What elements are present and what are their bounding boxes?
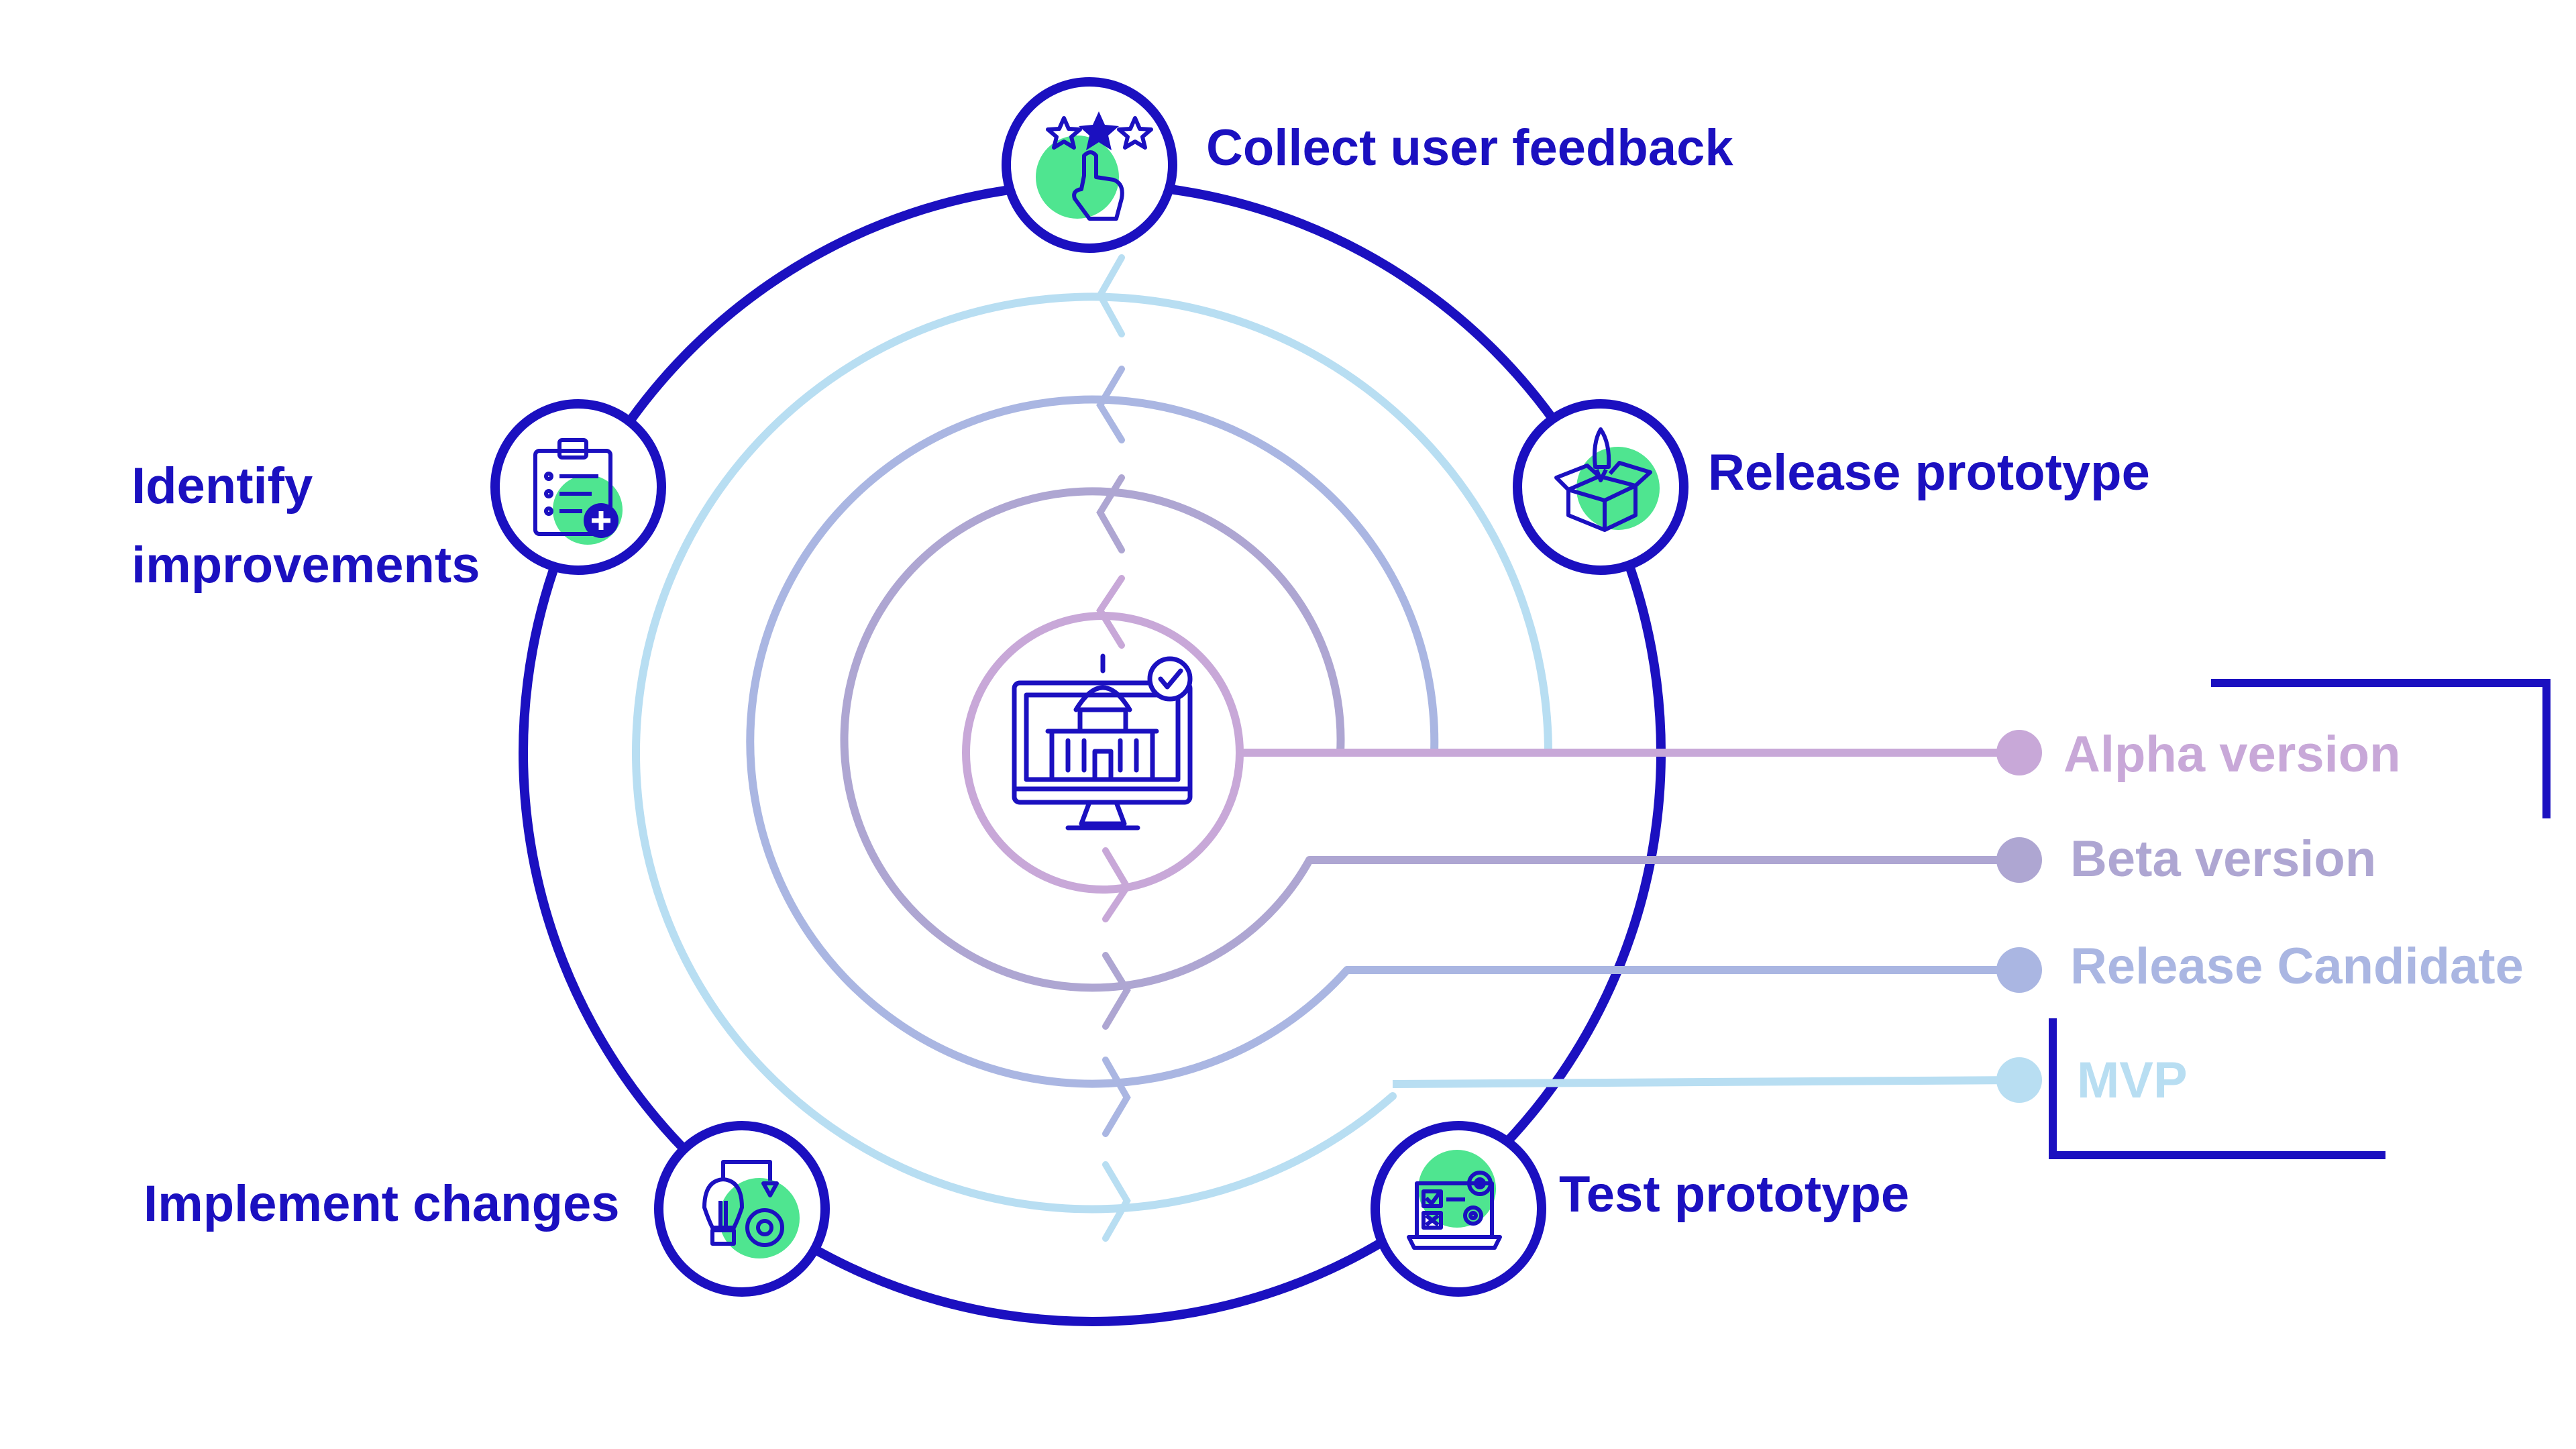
arrows-top: [1096, 254, 1125, 649]
connector-mvp: [1392, 1076, 2020, 1088]
stage-label-identify-line2: improvements: [131, 537, 480, 594]
stage-label-feedback: Collect user feedback: [1206, 119, 1733, 176]
arrow-beta-bottom: [1102, 952, 1131, 1030]
version-label-rc: Release Candidate: [2070, 938, 2524, 995]
bracket-bottom-left: [2049, 1018, 2385, 1159]
stage-label-implement: Implement changes: [144, 1175, 620, 1232]
dot-beta: [1996, 837, 2042, 883]
ring-beta: [840, 487, 1345, 992]
monitor-building-check-icon: [1012, 653, 1193, 830]
ring-mvp: [632, 292, 1552, 1214]
bracket-top-right: [2211, 679, 2551, 818]
star-rating-hand-icon: [1036, 111, 1153, 221]
stage-label-release: Release prototype: [1708, 444, 2150, 501]
dot-rc: [1996, 947, 2042, 993]
laptop-checklist-gears-icon: [1407, 1150, 1502, 1250]
version-label-alpha: Alpha version: [2063, 726, 2401, 783]
arrow-alpha-bottom: [1102, 847, 1131, 922]
version-label-mvp: MVP: [2077, 1052, 2188, 1109]
ring-release-candidate: [746, 395, 1439, 1088]
dot-mvp: [1996, 1057, 2042, 1103]
arrow-beta-top: [1096, 474, 1125, 553]
arrow-mvp-top: [1096, 254, 1125, 337]
arrow-alpha-top: [1096, 575, 1125, 649]
arrows-bottom: [1102, 847, 1131, 1242]
stage-label-identify-line1: Identify: [131, 458, 313, 515]
box-rocket-icon: [1554, 427, 1660, 532]
arrow-rc-top: [1096, 366, 1125, 443]
lightbulb-gear-icon: [702, 1160, 800, 1258]
arrow-rc-bottom: [1102, 1057, 1131, 1137]
arrow-mvp-bottom: [1102, 1161, 1131, 1242]
dot-alpha: [1996, 730, 2042, 775]
stage-label-test: Test prototype: [1559, 1166, 1909, 1223]
version-label-beta: Beta version: [2070, 830, 2376, 888]
clipboard-plus-icon: [533, 438, 623, 545]
